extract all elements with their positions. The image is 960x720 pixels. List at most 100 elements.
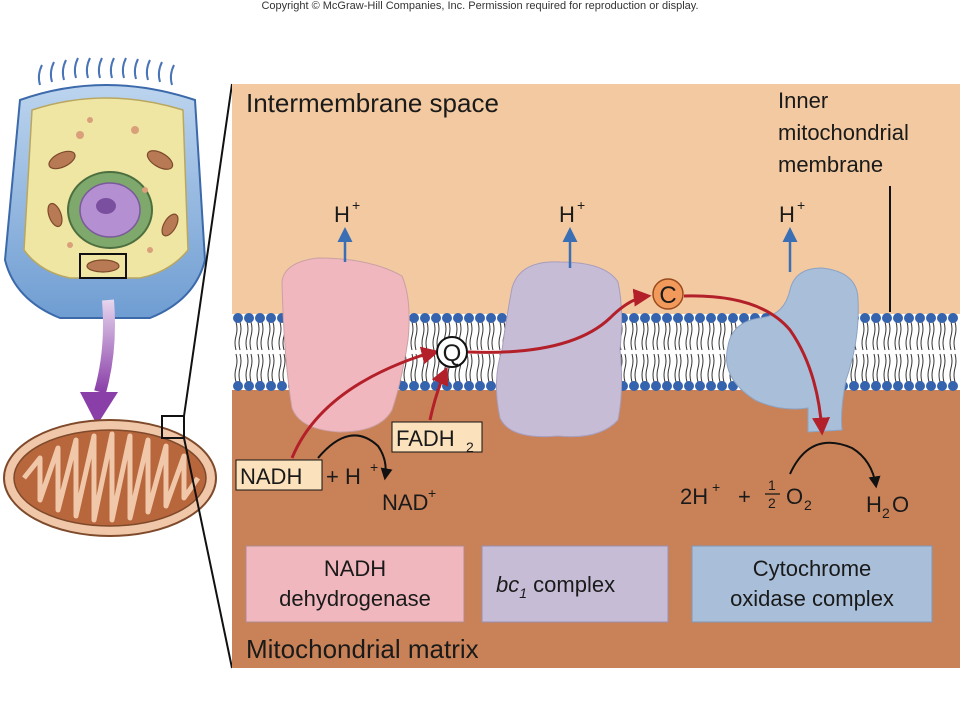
lipid-head xyxy=(717,381,727,391)
lipid-tail xyxy=(883,353,887,383)
lipid-head xyxy=(442,381,452,391)
lipid-tail xyxy=(920,353,924,383)
lipid-tail xyxy=(480,321,484,351)
lipid-head xyxy=(277,381,287,391)
lipid-head xyxy=(420,381,430,391)
lipid-tail xyxy=(689,353,693,383)
lipid-tail xyxy=(953,353,957,383)
lipid-tail xyxy=(641,321,645,351)
lipid-head xyxy=(937,313,947,323)
cell-illustration xyxy=(3,57,207,425)
lipid-head xyxy=(915,381,925,391)
lipid-head xyxy=(717,313,727,323)
lipid-head xyxy=(684,381,694,391)
lipid-head xyxy=(486,313,496,323)
lipid-head xyxy=(266,381,276,391)
lipid-tail xyxy=(689,321,693,351)
lipid-tail xyxy=(949,353,953,383)
lipid-head xyxy=(871,381,881,391)
lipid-tail xyxy=(487,321,491,351)
organelle-dots xyxy=(67,117,153,253)
lipid-head xyxy=(662,313,672,323)
electron-path-c-to-oxidase xyxy=(683,294,831,436)
lipid-head xyxy=(882,313,892,323)
mitochondrial-matrix-label: Mitochondrial matrix xyxy=(246,634,479,664)
inner-membrane-label-2: mitochondrial xyxy=(778,120,909,145)
lipid-tail xyxy=(271,353,275,383)
nadh-plus-h-label: + H xyxy=(326,464,361,489)
lipid-tail xyxy=(410,321,414,351)
lipid-tail xyxy=(238,321,242,351)
lipid-head xyxy=(640,381,650,391)
lipid-tail xyxy=(267,321,271,351)
lipid-tail xyxy=(696,321,700,351)
lipid-tail xyxy=(700,321,704,351)
bc1-complex xyxy=(495,261,623,438)
lipid-tail xyxy=(927,321,931,351)
proton-label-2: H + xyxy=(559,197,585,227)
nadh-conversion-arrow xyxy=(317,434,393,481)
lipid-head xyxy=(431,313,441,323)
lipid-tail xyxy=(872,321,876,351)
o2-label: O xyxy=(786,484,803,509)
lipid-head xyxy=(486,381,496,391)
lipid-tail xyxy=(685,321,689,351)
lipid-tail xyxy=(931,321,935,351)
lipid-tail xyxy=(245,353,249,383)
lipid-tail xyxy=(278,321,282,351)
half-denominator: 2 xyxy=(768,495,776,511)
lipid-head xyxy=(398,381,408,391)
mitochondrion-illustration xyxy=(3,415,217,537)
lipid-tail xyxy=(898,353,902,383)
nad-plus-label: NAD xyxy=(382,490,428,515)
lipid-head xyxy=(904,381,914,391)
lipid-tail xyxy=(652,353,656,383)
lipid-head xyxy=(673,313,683,323)
two-h-plus-sup: + xyxy=(712,479,720,495)
lipid-tail xyxy=(711,353,715,383)
nadh-plus-h-sup: + xyxy=(370,459,378,475)
fadh2-label: FADH xyxy=(396,426,455,451)
lipid-tail xyxy=(707,353,711,383)
lipid-tail xyxy=(469,321,473,351)
nadh-dehydrogenase-complex xyxy=(281,257,410,433)
lipid-head xyxy=(497,313,507,323)
lipid-tail xyxy=(421,321,425,351)
lipid-tail xyxy=(491,321,495,351)
legend-bc1-label: bc1 complex xyxy=(496,572,615,601)
electron-path-nadh-to-q xyxy=(290,346,440,459)
svg-text:+: + xyxy=(352,197,360,213)
lipid-tail xyxy=(663,353,667,383)
lipid-tail xyxy=(953,321,957,351)
lipid-tail xyxy=(876,353,880,383)
lipid-tail xyxy=(260,321,264,351)
lipid-head xyxy=(651,313,661,323)
legend-bc1-complex: bc1 complex xyxy=(481,545,669,623)
lipid-tail xyxy=(271,321,275,351)
cell-zoom-box xyxy=(79,253,127,279)
lipid-tail xyxy=(476,321,480,351)
lipid-tail xyxy=(674,353,678,383)
lipid-head xyxy=(244,313,254,323)
lipid-tail xyxy=(245,321,249,351)
lipid-tail xyxy=(498,321,502,351)
lipid-tail xyxy=(905,321,909,351)
lipid-head xyxy=(882,381,892,391)
lipid-tail xyxy=(916,353,920,383)
lipid-tail xyxy=(234,353,238,383)
lipid-head xyxy=(233,313,243,323)
lipid-head xyxy=(255,313,265,323)
lipid-tail xyxy=(623,321,627,351)
lipid-tail xyxy=(718,321,722,351)
nadh-box xyxy=(235,459,323,491)
lipid-tail xyxy=(711,321,715,351)
cytochrome-c-carrier xyxy=(652,278,684,310)
lipid-tail xyxy=(403,353,407,383)
lipid-tail xyxy=(634,321,638,351)
lipid-tail xyxy=(894,321,898,351)
lipid-tail xyxy=(927,353,931,383)
lipid-head xyxy=(695,381,705,391)
lipid-tail xyxy=(722,321,726,351)
lipid-head xyxy=(662,381,672,391)
lipid-head xyxy=(728,313,738,323)
